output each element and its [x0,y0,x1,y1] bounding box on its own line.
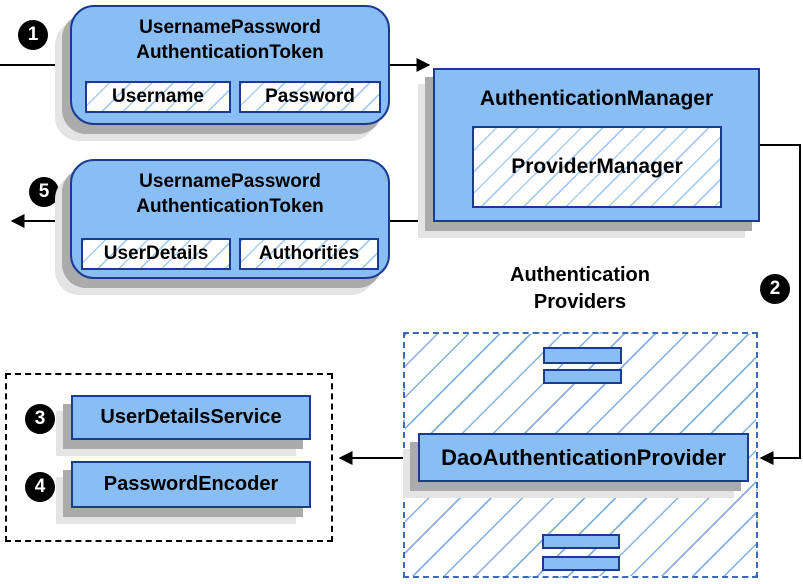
providers-heading-line1: Authentication [510,264,650,286]
request-token-box: UsernamePassword AuthenticationToken Use… [70,5,390,125]
user-details-service-box: UserDetailsService [71,395,311,440]
authentication-manager-title: AuthenticationManager [479,87,714,110]
step-badge-3: 3 [25,404,55,434]
response-token-title-line1: UsernamePassword [139,171,321,192]
provider-stack-bottom-bar-1 [542,534,620,549]
authentication-manager-box: AuthenticationManager ProviderManager [433,68,760,222]
request-token-title-line2: AuthenticationToken [136,42,324,63]
response-token-box: UsernamePassword AuthenticationToken Use… [70,159,390,279]
response-token-title: UsernamePassword AuthenticationToken [72,169,388,219]
password-encoder-box: PasswordEncoder [71,461,311,508]
provider-stack-top-bar-2 [543,369,622,384]
request-token-title: UsernamePassword AuthenticationToken [72,15,388,65]
services-container [5,373,333,542]
dao-authentication-provider-box: DaoAuthenticationProvider [418,433,749,482]
password-field-box: Password [239,81,381,113]
step-badge-4: 4 [25,472,55,502]
request-token-title-line1: UsernamePassword [139,17,321,38]
provider-stack-bottom-bar-2 [542,556,620,571]
provider-stack-top-bar-1 [543,347,622,364]
providers-heading-line2: Providers [533,291,627,313]
username-field-box: Username [85,81,231,113]
providers-heading: Authentication Providers [455,262,705,316]
step-badge-2: 2 [760,274,790,304]
response-token-title-line2: AuthenticationToken [136,196,324,217]
step-badge-5: 5 [29,177,59,207]
step-badge-1: 1 [18,20,48,50]
authorities-field-box: Authorities [239,238,379,270]
provider-manager-box: ProviderManager [472,126,722,208]
userdetails-field-box: UserDetails [81,238,231,270]
